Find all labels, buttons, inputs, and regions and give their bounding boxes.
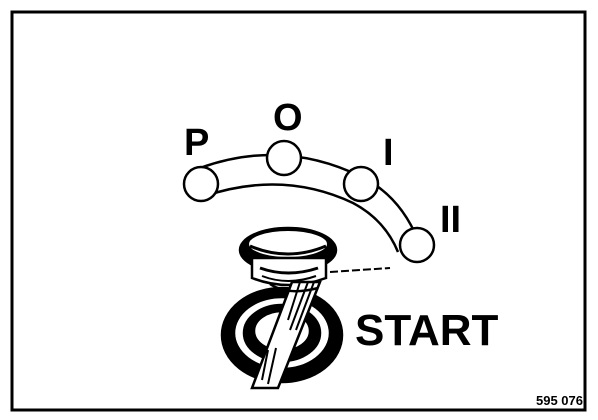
ignition-key-icon	[238, 226, 391, 287]
position-marker-ii	[398, 226, 436, 264]
start-label: START	[355, 306, 499, 355]
ignition-lock-cylinder-icon	[220, 280, 344, 390]
position-label-i: I	[383, 132, 394, 174]
position-label-ii: II	[440, 199, 461, 241]
position-label-o: O	[273, 97, 303, 139]
position-marker-p	[182, 165, 220, 203]
position-marker-o	[265, 139, 303, 177]
figure-number: 595 076	[536, 393, 583, 408]
position-markers	[182, 139, 436, 264]
position-label-p: P	[184, 122, 209, 164]
position-marker-i	[342, 165, 380, 203]
